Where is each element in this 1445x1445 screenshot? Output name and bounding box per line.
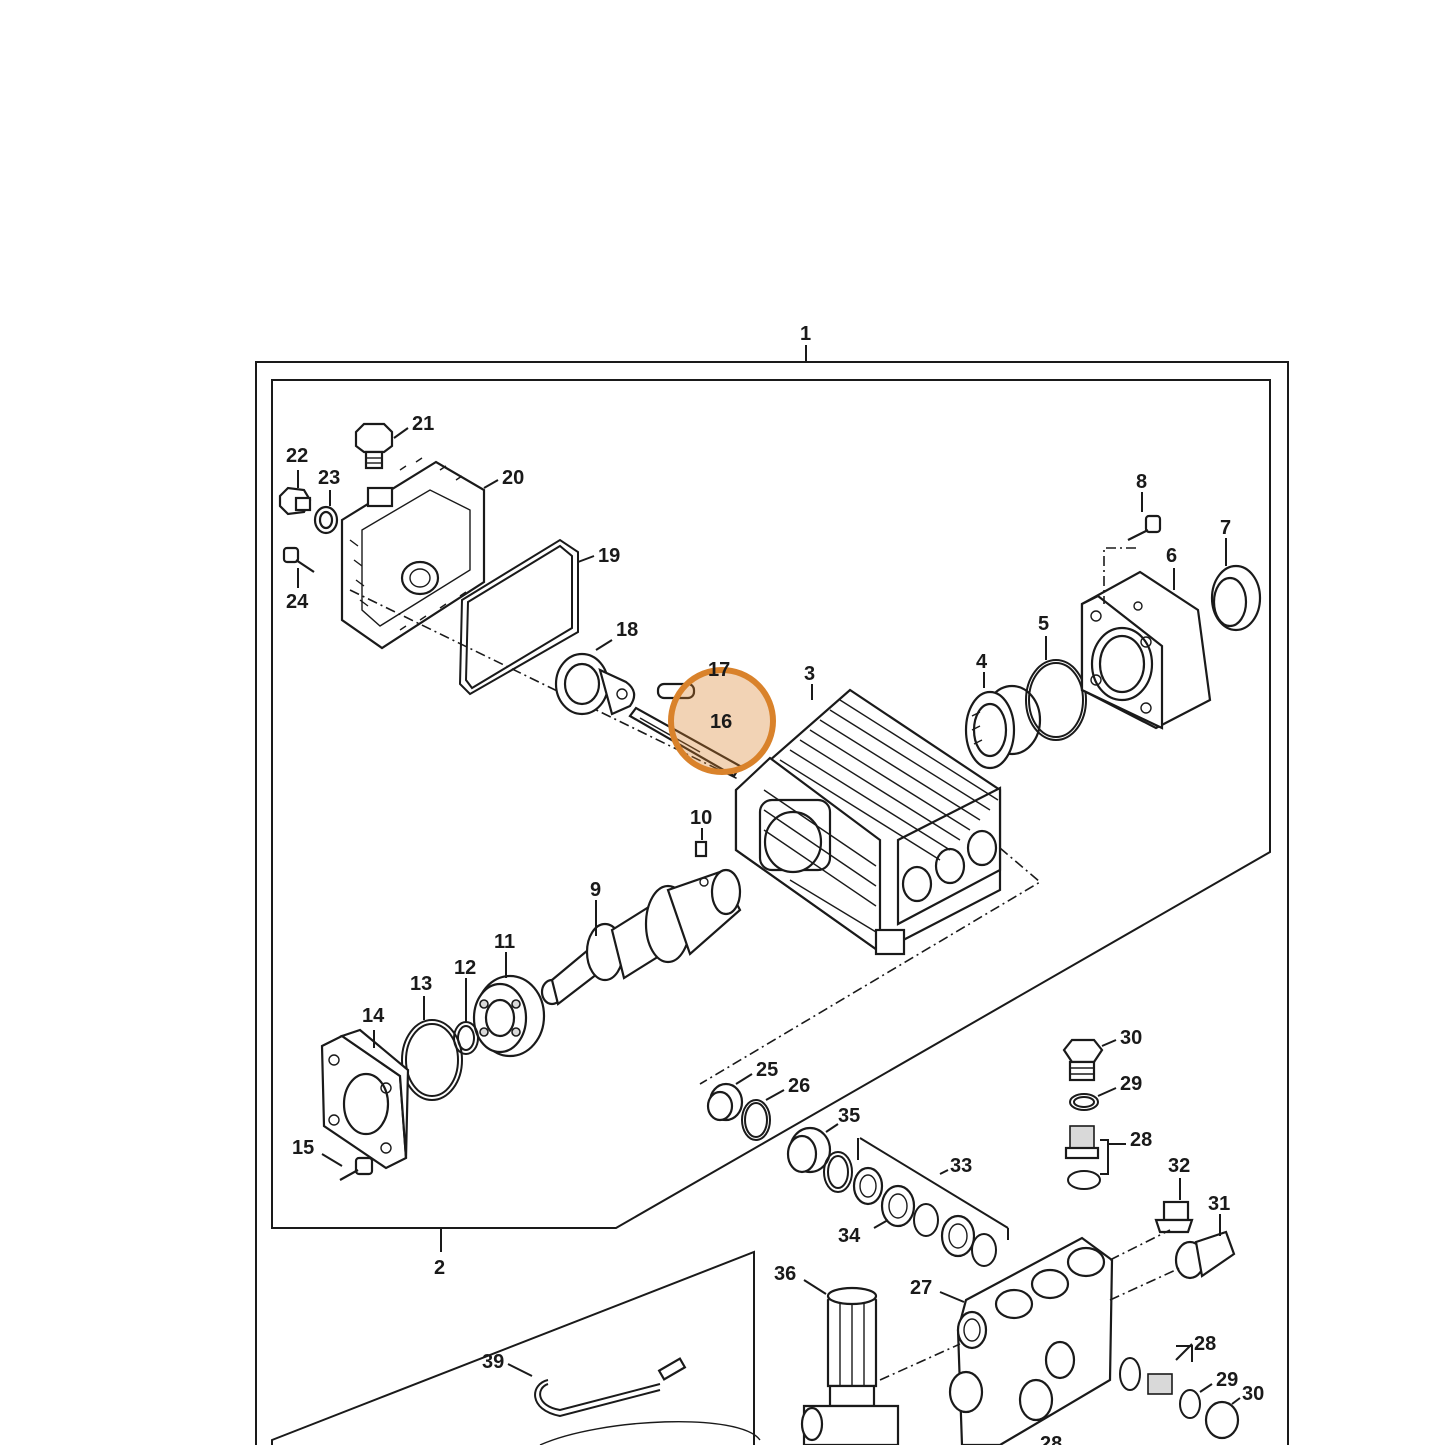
label-10: 10	[690, 807, 712, 829]
label-9: 9	[590, 879, 601, 901]
label-26: 26	[788, 1075, 810, 1097]
o-ring-29	[1069, 1087, 1117, 1111]
label-28-bottom: 28	[1040, 1433, 1062, 1445]
part-labels: 1 2 3 4 5 6 7 8 9 10 11 12 13 14 15 16 1…	[286, 323, 1264, 1445]
label-32: 32	[1168, 1155, 1190, 1177]
label-36: 36	[774, 1263, 796, 1285]
valve-28	[1064, 1125, 1126, 1190]
label-30-lower: 30	[1242, 1383, 1264, 1405]
label-15: 15	[292, 1137, 314, 1159]
label-7: 7	[1220, 517, 1231, 539]
plug-32	[1154, 1178, 1194, 1234]
o-ring-29-lower	[1179, 1383, 1213, 1419]
seal-35	[786, 1123, 839, 1174]
label-1: 1	[800, 323, 811, 345]
label-27: 27	[910, 1277, 932, 1299]
gasket-19	[458, 538, 595, 696]
crankshaft-9	[540, 868, 742, 1006]
fitting-31	[1174, 1214, 1236, 1280]
crankcase-3	[699, 684, 1042, 1085]
label-13: 13	[410, 973, 432, 995]
valve-28-lower	[1119, 1343, 1193, 1395]
bearing-housing-6	[1080, 547, 1212, 730]
o-ring-5	[1025, 636, 1087, 741]
label-3: 3	[804, 663, 815, 685]
label-22: 22	[286, 445, 308, 467]
label-16: 16	[710, 711, 732, 733]
label-6: 6	[1166, 545, 1177, 567]
o-ring-33a	[823, 1151, 853, 1193]
label-5: 5	[1038, 613, 1049, 635]
label-34: 34	[838, 1225, 861, 1247]
plug-22	[278, 470, 312, 516]
label-33: 33	[950, 1155, 972, 1177]
plug-30-lower	[1204, 1397, 1241, 1440]
screw-8	[1127, 492, 1162, 541]
highlight-circle	[668, 667, 776, 775]
label-30: 30	[1120, 1027, 1142, 1049]
flange-14	[320, 1028, 410, 1170]
label-23: 23	[318, 467, 340, 489]
screw-24	[282, 546, 315, 588]
manifold-27	[939, 1229, 1181, 1445]
plug-30	[1062, 1038, 1117, 1082]
regulator-36	[800, 1279, 961, 1445]
label-28-lower: 28	[1194, 1333, 1216, 1355]
seal-set-33	[852, 1137, 1009, 1267]
label-28: 28	[1130, 1129, 1152, 1151]
assembly-frame-1	[255, 345, 1289, 1445]
seal-25	[706, 1073, 753, 1122]
label-25: 25	[756, 1059, 778, 1081]
connecting-rod-18	[554, 639, 636, 716]
label-11: 11	[494, 931, 515, 953]
oil-plug-21	[354, 422, 409, 470]
label-12: 12	[454, 957, 476, 979]
label-29: 29	[1120, 1073, 1142, 1095]
cover-20	[340, 457, 741, 781]
label-29-lower: 29	[1216, 1369, 1238, 1391]
o-ring-26	[741, 1089, 785, 1141]
label-35: 35	[838, 1105, 860, 1127]
o-ring-23	[313, 490, 339, 535]
screw-15	[321, 1153, 374, 1181]
label-21: 21	[412, 413, 434, 435]
hose-subframe	[271, 1250, 755, 1445]
label-14: 14	[362, 1005, 385, 1027]
o-ring-13	[401, 996, 463, 1101]
label-8: 8	[1136, 471, 1147, 493]
label-19: 19	[598, 545, 620, 567]
seal-7	[1210, 538, 1262, 632]
ball-bearing-11	[472, 952, 546, 1058]
hose-39	[507, 1357, 761, 1445]
label-2: 2	[434, 1257, 445, 1279]
label-24: 24	[286, 591, 309, 613]
label-20: 20	[502, 467, 524, 489]
grub-screw-10	[694, 828, 708, 858]
label-18: 18	[616, 619, 638, 641]
label-39: 39	[482, 1351, 504, 1373]
label-17: 17	[708, 659, 730, 681]
subassembly-frame-2	[271, 379, 1271, 1252]
label-4: 4	[976, 651, 988, 673]
label-31: 31	[1208, 1193, 1230, 1215]
